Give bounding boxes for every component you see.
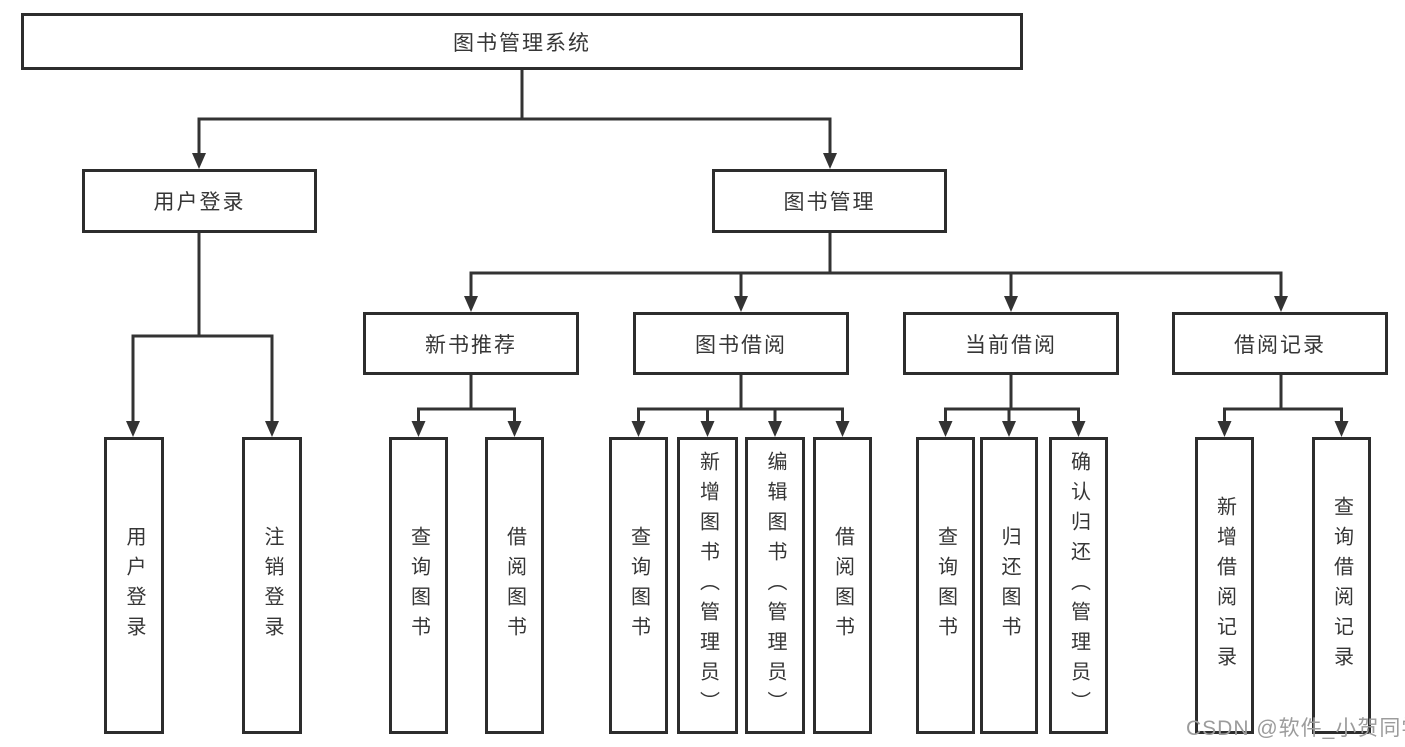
leaf-label: 查询图书 xyxy=(407,525,430,646)
leaf-add-book-admin: 新增图书（管理员） xyxy=(677,437,738,734)
node-root-system: 图书管理系统 xyxy=(21,13,1023,70)
node-label: 借阅记录 xyxy=(1234,333,1326,357)
leaf-add-borrow-record: 新增借阅记录 xyxy=(1195,437,1254,734)
node-book-management: 图书管理 xyxy=(712,169,947,233)
arrowheads xyxy=(126,153,1349,437)
node-label: 当前借阅 xyxy=(965,333,1057,357)
leaf-query-books-borrow: 查询图书 xyxy=(609,437,668,734)
leaf-borrow-books-recommend: 借阅图书 xyxy=(485,437,544,734)
node-book-borrow: 图书借阅 xyxy=(633,312,849,375)
node-label: 新书推荐 xyxy=(425,333,517,357)
leaf-label: 查询图书 xyxy=(934,525,957,646)
leaf-label: 确认归还（管理员） xyxy=(1067,450,1090,721)
leaf-label: 查询图书 xyxy=(627,525,650,646)
node-new-book-recommend: 新书推荐 xyxy=(363,312,579,375)
leaf-query-borrow-record: 查询借阅记录 xyxy=(1312,437,1371,734)
leaf-confirm-return-admin: 确认归还（管理员） xyxy=(1049,437,1108,734)
leaf-label: 注销登录 xyxy=(261,525,283,646)
leaf-user-login: 用户登录 xyxy=(104,437,164,734)
leaf-borrow-books: 借阅图书 xyxy=(813,437,872,734)
node-label: 图书管理 xyxy=(783,191,876,214)
leaf-query-books-current: 查询图书 xyxy=(916,437,975,734)
leaf-label: 编辑图书（管理员） xyxy=(764,450,786,721)
csdn-watermark: CSDN @软件_小贺同学 xyxy=(1186,717,1405,740)
leaf-return-book: 归还图书 xyxy=(980,437,1038,734)
node-label: 用户登录 xyxy=(153,191,246,214)
node-user-login: 用户登录 xyxy=(82,169,317,233)
node-label: 图书借阅 xyxy=(695,333,787,357)
leaf-label: 归还图书 xyxy=(998,525,1020,646)
leaf-label: 新增图书（管理员） xyxy=(696,450,719,721)
connector-paths xyxy=(131,69,1343,423)
leaf-label: 用户登录 xyxy=(123,525,145,646)
leaf-label: 新增借阅记录 xyxy=(1213,495,1236,676)
node-current-borrow: 当前借阅 xyxy=(903,312,1119,375)
leaf-edit-book-admin: 编辑图书（管理员） xyxy=(745,437,805,734)
leaf-label: 借阅图书 xyxy=(503,525,526,646)
node-borrow-records: 借阅记录 xyxy=(1172,312,1388,375)
leaf-label: 查询借阅记录 xyxy=(1330,495,1353,676)
leaf-query-books-recommend: 查询图书 xyxy=(389,437,448,734)
node-label: 图书管理系统 xyxy=(453,31,591,55)
leaf-label: 借阅图书 xyxy=(831,525,854,646)
leaf-logout: 注销登录 xyxy=(242,437,302,734)
